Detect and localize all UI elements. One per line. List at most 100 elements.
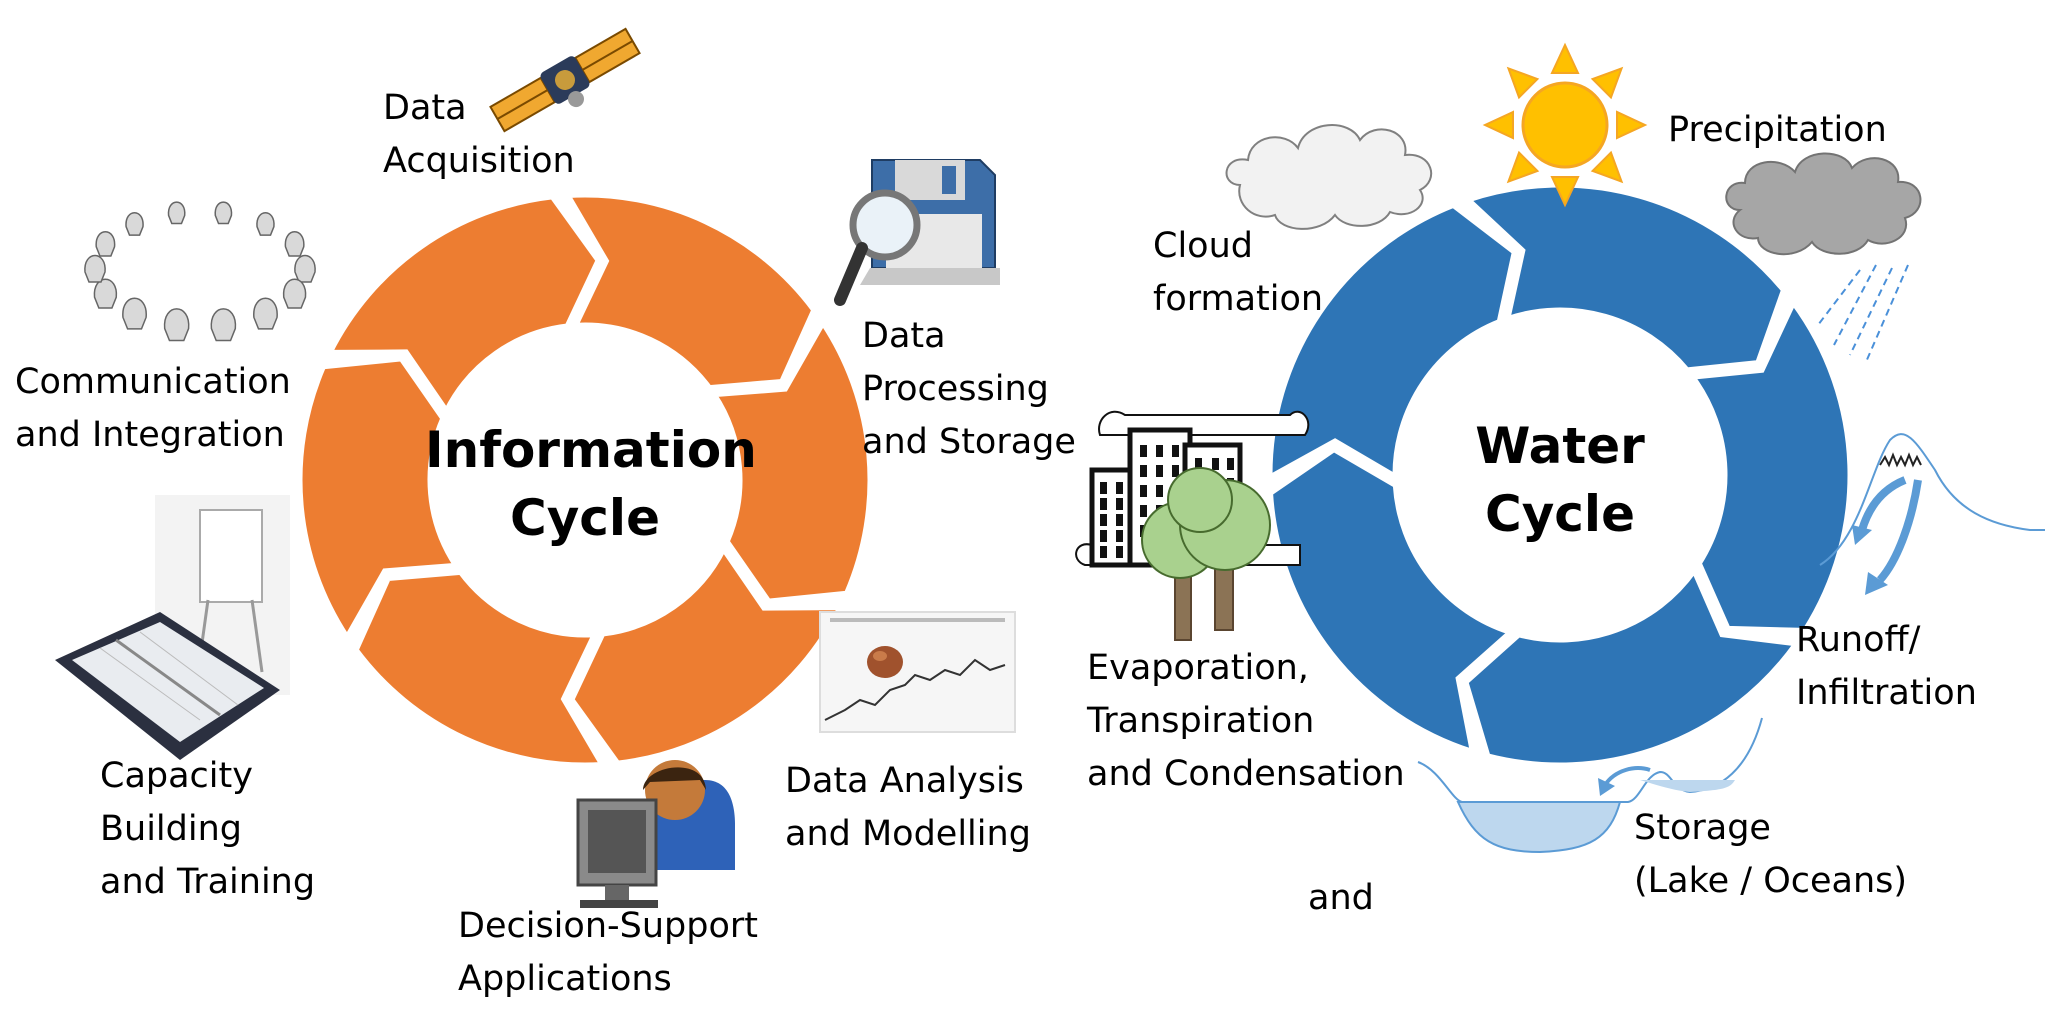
title-line: Water: [1475, 417, 1645, 475]
label-line: Precipitation: [1668, 110, 1887, 150]
evaporation-label: Evaporation, Transpiration and Condensat…: [1087, 642, 1405, 801]
cycle-arrow-segment: [709, 318, 873, 604]
person-computer-icon: [576, 760, 735, 908]
sun-ray: [1616, 110, 1648, 140]
flipchart-binder-icon: [55, 495, 290, 760]
communication-label: Communication and Integration: [15, 356, 291, 462]
chair-icon: [256, 212, 275, 236]
label-line: Infiltration: [1796, 673, 1977, 713]
cycle-arrow-segment: [1688, 298, 1853, 633]
sun-ray: [1506, 150, 1540, 184]
label-line: Applications: [458, 959, 672, 999]
label-line: (Lake / Oceans): [1634, 861, 1908, 901]
label-line: Building: [100, 809, 242, 849]
building-window: [1212, 458, 1219, 470]
building-window: [1116, 482, 1123, 494]
floppy-disk-magnifier-icon: [834, 159, 1000, 306]
label-line: Transpiration: [1087, 701, 1315, 741]
water-cycle-ring: [1267, 182, 1853, 768]
chair-icon: [122, 297, 147, 330]
storage-label: Storage (Lake / Oceans): [1634, 802, 1907, 908]
chairs-circle-icon: [84, 201, 316, 342]
connector-and-label: and: [1308, 872, 1374, 925]
sun-ray: [1590, 150, 1624, 184]
label-line: and: [1308, 878, 1374, 918]
building-window: [1116, 546, 1123, 558]
label-line: Runoff/: [1796, 620, 1921, 660]
building-window: [1100, 498, 1107, 510]
data-processing-label: Data Processing and Storage: [862, 310, 1076, 469]
building-window: [1100, 482, 1107, 494]
chair-icon: [294, 254, 316, 283]
data-acquisition-label: Data Acquisition: [383, 82, 575, 188]
capacity-building-label: Capacity Building and Training: [100, 750, 315, 909]
mountain-runoff-icon: [1819, 433, 2045, 595]
sun-icon: [1482, 42, 1648, 208]
cycle-arrow-segment: [563, 192, 817, 391]
sun-ray: [1506, 66, 1540, 100]
chair-icon: [284, 231, 305, 257]
precipitation-label: Precipitation: [1668, 104, 1887, 157]
sun-ray: [1550, 176, 1580, 208]
label-line: Decision-Support: [458, 906, 758, 946]
building-window: [1172, 445, 1179, 457]
chair-icon: [95, 231, 116, 257]
building-window: [1100, 514, 1107, 526]
building-window: [1140, 505, 1147, 517]
building-window: [1140, 445, 1147, 457]
city-trees-icon: [1075, 410, 1310, 641]
building-window: [1156, 485, 1163, 497]
cycle-arrow-segment: [1267, 202, 1518, 482]
title-line: Cycle: [1485, 485, 1635, 543]
building-window: [1156, 445, 1163, 457]
satellite-icon: [489, 27, 641, 133]
chart-coin-icon: [819, 611, 1016, 733]
lake-storage-icon: [1417, 717, 1763, 854]
building-window: [1156, 465, 1163, 477]
runoff-label: Runoff/ Infiltration: [1796, 614, 1977, 720]
label-line: and Storage: [862, 422, 1076, 462]
label-line: Capacity: [100, 756, 253, 796]
label-line: formation: [1153, 279, 1324, 319]
label-line: and Modelling: [785, 814, 1031, 854]
building-window: [1195, 458, 1202, 470]
building-window: [1140, 465, 1147, 477]
sun-ray: [1590, 66, 1624, 100]
water-cycle-title: Water Cycle: [1410, 412, 1710, 548]
building-window: [1100, 546, 1107, 558]
rain-cloud-icon: [1725, 152, 1922, 256]
chair-icon: [214, 201, 233, 225]
cycle-arrow-segment: [297, 356, 461, 642]
label-line: Cloud: [1153, 226, 1253, 266]
label-line: Acquisition: [383, 141, 575, 181]
chair-icon: [163, 308, 190, 342]
cycle-arrow-segment: [569, 544, 844, 766]
chair-icon: [93, 278, 118, 309]
building-window: [1100, 530, 1107, 542]
sun-ray: [1550, 42, 1580, 74]
label-line: Data: [862, 316, 946, 356]
label-line: and Condensation: [1087, 754, 1405, 794]
title-line: Information: [425, 421, 757, 479]
building-window: [1172, 465, 1179, 477]
cycle-arrow-segment: [1463, 566, 1801, 768]
information-cycle-title: Information Cycle: [425, 416, 757, 552]
chair-icon: [84, 254, 106, 283]
chair-icon: [125, 212, 144, 236]
label-line: Communication: [15, 362, 291, 402]
data-analysis-label: Data Analysis and Modelling: [785, 755, 1031, 861]
chair-icon: [167, 201, 186, 225]
cycle-arrow-segment: [326, 194, 601, 416]
sun-ray: [1482, 110, 1514, 140]
chair-icon: [210, 308, 237, 342]
building-window: [1227, 458, 1234, 470]
chair-icon: [253, 297, 278, 330]
decision-support-label: Decision-Support Applications: [458, 900, 758, 1006]
information-cycle-ring: [297, 192, 873, 768]
label-line: Processing: [862, 369, 1049, 409]
chair-icon: [282, 278, 307, 309]
light-cloud-icon: [1225, 124, 1432, 230]
label-line: Evaporation,: [1087, 648, 1309, 688]
label-line: Data: [383, 88, 467, 128]
building-window: [1116, 498, 1123, 510]
